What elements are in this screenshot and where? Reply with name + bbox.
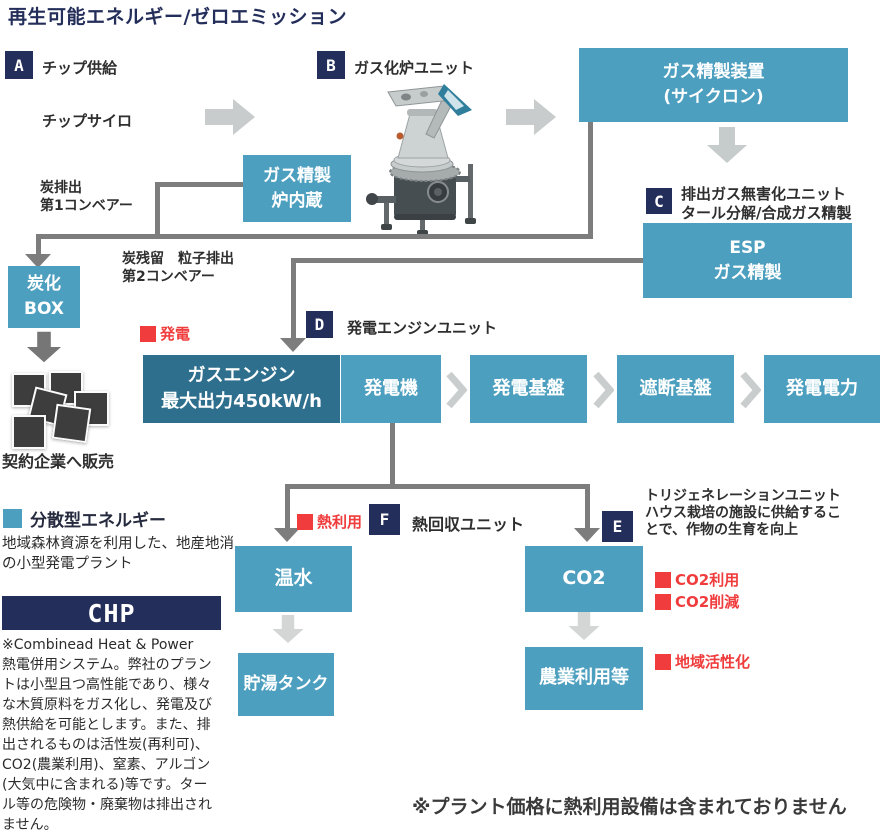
step-b-title: ガス化炉ユニット bbox=[354, 59, 475, 77]
chevron-right-icon bbox=[446, 371, 467, 409]
arrowhead-icon bbox=[25, 254, 51, 268]
arrow-down-icon bbox=[568, 612, 600, 640]
connector-furnace bbox=[155, 182, 243, 187]
coal-discharge-label: 炭排出 第1コンベアー bbox=[40, 180, 133, 214]
legend-region: 地域活性化 bbox=[655, 651, 750, 672]
legend-power-label: 発電 bbox=[160, 325, 191, 343]
red-swatch-icon bbox=[655, 571, 671, 588]
page-title: 再生可能エネルギー/ゼロエミッション bbox=[8, 6, 347, 28]
blue-swatch-icon bbox=[3, 509, 22, 528]
legend-power: 発電 bbox=[140, 323, 190, 344]
plant-price-footnote: ※プラント価格に熱利用設備は含まれておりません bbox=[412, 796, 847, 818]
node-breaker-board: 遮断基盤 bbox=[617, 355, 734, 423]
legend-heat: 熱利用 bbox=[297, 511, 362, 532]
connector-to-co2 bbox=[585, 484, 590, 530]
step-f-title: 熱回収ユニット bbox=[412, 515, 525, 534]
node-generated-power: 発電電力 bbox=[764, 355, 880, 423]
connector-branch bbox=[285, 484, 590, 489]
step-a-title: チップ供給 bbox=[42, 59, 118, 77]
arrow-right-icon bbox=[205, 99, 255, 135]
node-esp-gas-refining: ESP ガス精製 bbox=[643, 223, 852, 298]
step-label-a: A bbox=[5, 51, 33, 79]
sell-to-companies-label: 契約企業へ販売 bbox=[2, 452, 115, 471]
chp-banner: CHP bbox=[2, 596, 221, 630]
legend-co2-reduce: CO2削減 bbox=[655, 591, 739, 612]
arrow-down-icon bbox=[707, 127, 747, 163]
node-agriculture: 農業利用等 bbox=[525, 647, 643, 710]
connector-esp-drop bbox=[291, 258, 296, 340]
red-swatch-icon bbox=[655, 593, 671, 610]
node-gas-engine: ガスエンジン 最大出力450kW/h bbox=[143, 355, 340, 423]
distributed-energy-title: 分散型エネルギー bbox=[30, 511, 166, 531]
node-power-board: 発電基盤 bbox=[470, 355, 587, 423]
arrow-down-icon bbox=[27, 331, 61, 363]
chp-description: ※Combinead Heat & Power 熱電併用システム。弊社のプラン … bbox=[2, 637, 212, 833]
legend-co2-use: CO2利用 bbox=[655, 569, 739, 590]
legend-co2-reduce-label: CO2削減 bbox=[675, 593, 740, 611]
legend-heat-label: 熱利用 bbox=[317, 513, 363, 531]
connector-furnace-drop bbox=[155, 182, 160, 239]
node-gas-refining-cyclone: ガス精製装置 (サイクロン) bbox=[579, 48, 848, 122]
charcoal-pieces-illustration bbox=[12, 371, 114, 451]
step-c-title: 排出ガス無害化ユニット タール分解/合成ガス精製 bbox=[681, 185, 852, 222]
node-hot-water: 温水 bbox=[235, 546, 352, 612]
node-gas-refining-furnace: ガス精製 炉内蔵 bbox=[243, 155, 351, 222]
chevron-right-icon bbox=[593, 371, 614, 409]
legend-region-label: 地域活性化 bbox=[675, 653, 751, 671]
coal-residue-label: 炭残留 粒子排出 第2コンベアー bbox=[122, 251, 234, 285]
arrowhead-icon bbox=[274, 528, 300, 542]
connector-generator-drop bbox=[390, 423, 395, 487]
arrow-down-icon bbox=[272, 615, 304, 643]
connector-to-charcoal bbox=[36, 234, 41, 256]
connector-esp-to-engine bbox=[291, 258, 643, 263]
step-label-e: E bbox=[602, 511, 633, 542]
distributed-energy-desc: 地域森林資源を利用した、地産地消 の小型発電プラント bbox=[2, 536, 234, 572]
node-hot-water-tank: 貯湯タンク bbox=[238, 653, 334, 716]
chip-silo-label: チップサイロ bbox=[42, 112, 133, 130]
legend-co2-use-label: CO2利用 bbox=[675, 571, 740, 589]
chevron-right-icon bbox=[740, 371, 761, 409]
step-label-f: F bbox=[369, 504, 400, 535]
red-swatch-icon bbox=[297, 513, 313, 530]
step-d-title: 発電エンジンユニット bbox=[347, 319, 498, 337]
connector-cyclone-drop bbox=[588, 122, 593, 239]
arrow-right-icon bbox=[506, 99, 556, 135]
step-e-title: トリジェネレーションユニット ハウス栽培の施設に供給するこ とで、作物の生育を向… bbox=[645, 488, 841, 538]
step-label-d: D bbox=[306, 311, 333, 338]
connector-conveyor-main bbox=[36, 234, 593, 239]
node-co2: CO2 bbox=[525, 546, 643, 612]
connector-to-hot-water bbox=[285, 484, 290, 530]
node-charcoal-box: 炭化 BOX bbox=[8, 266, 80, 328]
step-label-c: C bbox=[646, 188, 672, 214]
arrowhead-icon bbox=[574, 528, 600, 542]
node-generator: 発電機 bbox=[341, 355, 441, 423]
gasifier-unit-illustration bbox=[366, 84, 476, 235]
step-label-b: B bbox=[317, 51, 345, 79]
arrowhead-icon bbox=[280, 338, 306, 352]
red-swatch-icon bbox=[140, 325, 156, 342]
red-swatch-icon bbox=[655, 653, 671, 670]
